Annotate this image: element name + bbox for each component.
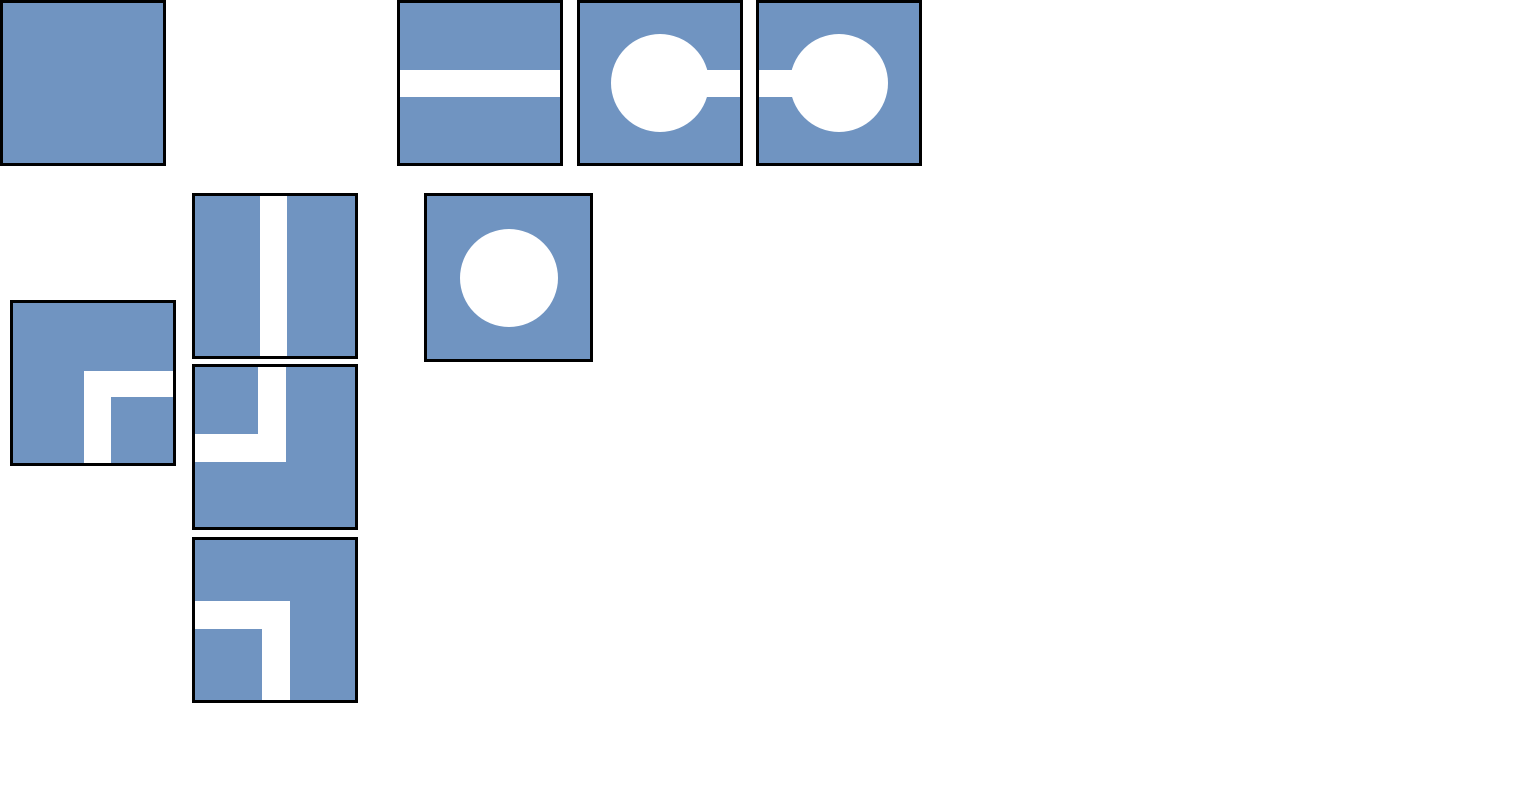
tile-straight-vertical[interactable] [192,193,358,359]
horizontal-pipe-icon [400,3,560,163]
blank-tile-icon [3,3,163,163]
elbow-up-left-icon [195,367,355,527]
tile-straight-horizontal[interactable] [397,0,563,166]
vertical-pipe-icon [195,196,355,356]
tile-endpoint-left[interactable] [756,0,922,166]
tile-elbow-up-left[interactable] [192,364,358,530]
endpoint-left-icon [759,3,919,163]
tile-elbow-right-down[interactable] [10,300,176,466]
tile-endpoint-right[interactable] [577,0,743,166]
isolated-endpoint-icon [427,196,590,359]
elbow-right-down-icon [13,303,173,463]
elbow-left-down-icon [195,540,355,700]
tile-blank[interactable] [0,0,166,166]
endpoint-right-icon [580,3,740,163]
tile-isolated-endpoint[interactable] [424,193,593,362]
tile-elbow-left-down[interactable] [192,537,358,703]
